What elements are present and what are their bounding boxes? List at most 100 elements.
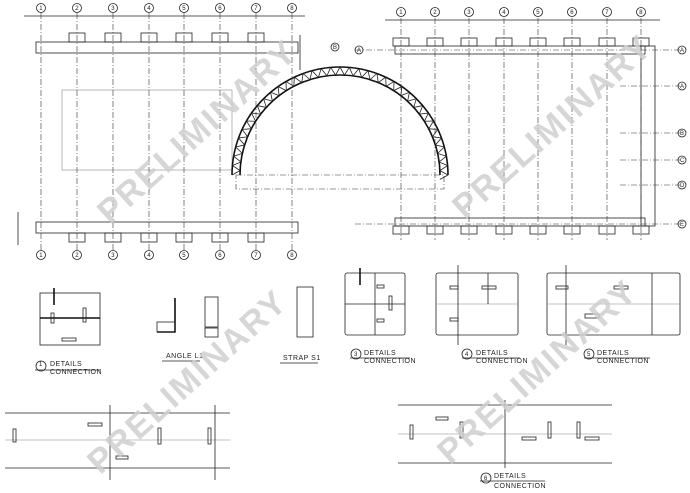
grid-bubble xyxy=(144,3,154,13)
watermark-text: PRELIMINARY xyxy=(445,27,660,226)
detail-3-connection: 3 DETAILS CONNECTION xyxy=(344,268,416,365)
truss-web xyxy=(309,70,313,80)
truss-web xyxy=(432,129,439,137)
grid-label: D xyxy=(680,183,685,189)
truss-web xyxy=(302,73,311,80)
footing xyxy=(68,232,86,243)
truss-web xyxy=(367,70,371,80)
footing xyxy=(392,225,410,235)
footing xyxy=(104,232,122,243)
footing xyxy=(632,37,650,47)
footing xyxy=(529,37,547,47)
detail-4-title: DETAILS xyxy=(476,350,508,357)
truss-web xyxy=(251,112,261,115)
truss-web xyxy=(285,81,295,87)
grid-bubble xyxy=(464,7,474,17)
grid-bubble xyxy=(179,3,189,13)
detail-6-title: DETAILS xyxy=(494,473,526,480)
grid-bubble xyxy=(396,7,406,17)
truss-web xyxy=(428,128,438,130)
detail-6-subtitle: CONNECTION xyxy=(494,483,546,490)
strap-s1-detail: STRAP S1 xyxy=(280,286,320,364)
truss-web xyxy=(257,105,267,108)
grid-label: E xyxy=(680,222,684,228)
truss-web xyxy=(293,77,295,87)
truss-web xyxy=(439,165,448,171)
truss-web xyxy=(376,73,379,83)
truss-web xyxy=(413,98,417,108)
grid-bubble xyxy=(287,250,297,260)
detail-6-number: 6 xyxy=(484,476,488,482)
grid-bubble xyxy=(677,128,687,138)
footing xyxy=(598,37,616,47)
truss-web xyxy=(428,120,434,130)
footing xyxy=(140,32,158,43)
grid-label: 3 xyxy=(467,10,471,16)
truss-web xyxy=(270,92,273,102)
grid-label: 4 xyxy=(147,6,151,12)
truss-web xyxy=(438,161,448,166)
truss-web xyxy=(438,155,447,163)
grid-bubble xyxy=(72,3,82,13)
truss-web xyxy=(418,105,424,115)
truss-web xyxy=(407,92,410,102)
detail-5-connection: 5 DETAILS CONNECTION xyxy=(546,265,681,365)
truss-web xyxy=(437,146,445,154)
watermark-text: PRELIMINARY xyxy=(430,272,645,471)
grid-label: 6 xyxy=(218,253,222,259)
footing xyxy=(175,32,193,43)
detail-3-subtitle: CONNECTION xyxy=(364,358,416,365)
grid-bubble xyxy=(179,250,189,260)
footing xyxy=(247,32,265,43)
grid-label: C xyxy=(680,158,685,164)
grid-label: 1 xyxy=(39,253,43,259)
truss-web xyxy=(251,112,257,122)
angle-title: ANGLE L1 xyxy=(166,353,203,360)
grid-label: 6 xyxy=(570,10,574,16)
footing xyxy=(426,225,444,235)
grid-label: 1 xyxy=(399,10,403,16)
grid-label: 8 xyxy=(290,253,294,259)
footing xyxy=(247,232,265,243)
truss-web xyxy=(400,86,403,96)
truss-web xyxy=(437,152,447,157)
grid-label: 7 xyxy=(254,6,258,12)
truss-web xyxy=(294,76,302,83)
footing xyxy=(529,225,547,235)
truss-web xyxy=(233,152,243,157)
detail-4-connection: 4 DETAILS CONNECTION xyxy=(435,265,528,365)
grid-label: 2 xyxy=(75,6,79,12)
grid-label: A xyxy=(680,84,684,90)
truss-web xyxy=(263,98,273,102)
grid-bubble xyxy=(251,3,261,13)
grid-bubble xyxy=(677,219,687,229)
grid-label: 2 xyxy=(433,10,437,16)
truss-web xyxy=(335,66,341,76)
detail-5-number: 5 xyxy=(587,352,591,358)
truss-web xyxy=(232,165,241,171)
grid-bubble xyxy=(330,42,340,52)
grid-label: 8 xyxy=(290,6,294,12)
grid-bubble xyxy=(144,250,154,260)
truss-web xyxy=(361,70,369,78)
detail-5-subtitle: CONNECTION xyxy=(597,358,649,365)
grid-label: 5 xyxy=(536,10,540,16)
footing xyxy=(426,37,444,47)
grid-bubble xyxy=(636,7,646,17)
truss-web xyxy=(423,112,429,122)
footing xyxy=(563,37,581,47)
truss-web xyxy=(344,67,350,76)
truss-web xyxy=(378,76,386,83)
grid-label: 3 xyxy=(111,6,115,12)
detail-1-number: 1 xyxy=(39,362,43,368)
truss-web xyxy=(246,120,252,130)
grid-label: 5 xyxy=(182,253,186,259)
grid-label: 2 xyxy=(75,253,79,259)
truss-web xyxy=(413,105,423,108)
bottom-left-connection-detail xyxy=(5,405,230,480)
grid-bubble xyxy=(354,45,364,55)
truss-web xyxy=(238,136,248,139)
grid-label: A xyxy=(357,48,361,54)
